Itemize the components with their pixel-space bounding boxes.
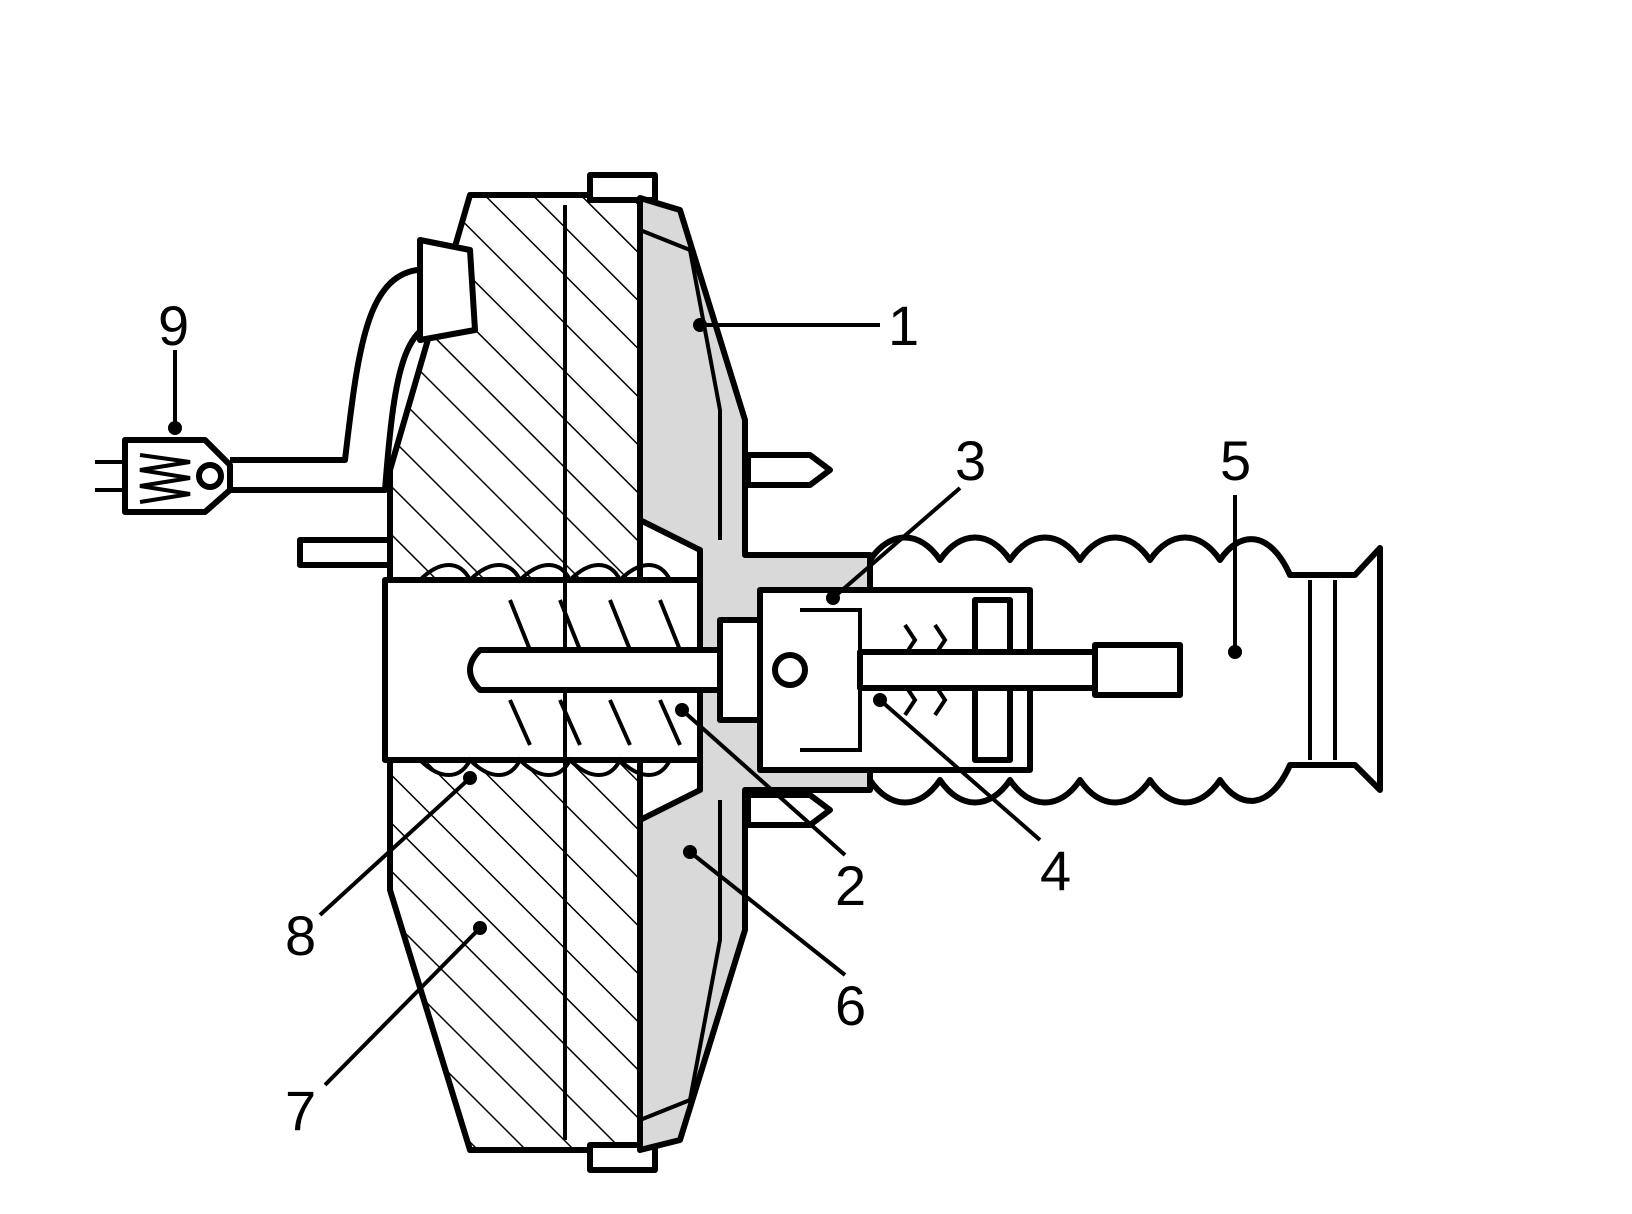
callout-6: 6: [835, 974, 866, 1037]
callout-8: 8: [285, 904, 316, 967]
rubber-boot: [867, 534, 1383, 806]
callout-3: 3: [955, 429, 986, 492]
vacuum-hose: [230, 237, 478, 493]
callout-5: 5: [1220, 429, 1251, 492]
check-valve: [95, 437, 233, 515]
return-spring: [418, 563, 682, 777]
callout-7: 7: [285, 1079, 316, 1142]
callout-labels: 1 2 3 4 5 6 7 8 9: [158, 294, 1251, 1142]
callout-4: 4: [1040, 839, 1071, 902]
leader-lines: [168, 318, 1242, 1087]
callout-9: 9: [158, 294, 189, 357]
callout-1: 1: [888, 294, 919, 357]
input-push-rod: [857, 642, 1183, 698]
callout-2: 2: [835, 854, 866, 917]
output-push-rod: [467, 617, 763, 723]
